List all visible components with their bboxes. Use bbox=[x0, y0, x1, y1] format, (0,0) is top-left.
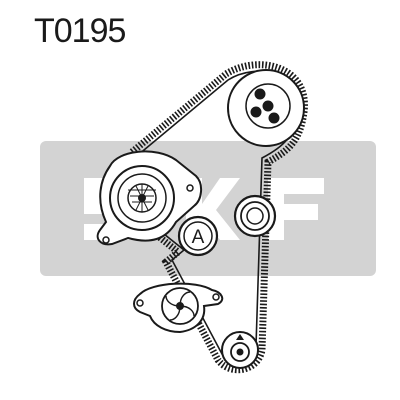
camshaft-sprocket bbox=[227, 69, 305, 147]
crankshaft-sprocket bbox=[221, 331, 259, 369]
camshaft-sprocket-bolt-3 bbox=[268, 112, 280, 124]
watermark-letter-f bbox=[268, 178, 324, 240]
tensioner-pulley-inner bbox=[183, 221, 213, 251]
tensioner-label: A bbox=[192, 227, 205, 248]
camshaft-sprocket-bolt-2 bbox=[250, 106, 262, 118]
crankshaft-sprocket-key bbox=[236, 334, 244, 340]
auxiliary-pump-bolt-right bbox=[212, 293, 220, 301]
water-pump-flange-bolt-right bbox=[186, 184, 194, 192]
part-number-title: T0195 bbox=[34, 12, 126, 50]
camshaft-sprocket-hub-center bbox=[262, 100, 274, 112]
auxiliary-pump-center bbox=[176, 302, 184, 310]
auxiliary-pump bbox=[133, 282, 224, 334]
crankshaft-sprocket-center bbox=[236, 348, 244, 356]
camshaft-sprocket-bolt-1 bbox=[254, 88, 266, 100]
auxiliary-pump-bolt-left bbox=[136, 299, 144, 307]
water-pump bbox=[96, 150, 202, 246]
belt-outer-teeth bbox=[127, 61, 308, 374]
water-pump-pulley-center bbox=[138, 194, 146, 202]
idler-pulley-hub bbox=[246, 207, 264, 225]
water-pump-flange-bolt-left bbox=[102, 236, 110, 244]
idler-pulley bbox=[233, 194, 277, 238]
tensioner-pulley: A bbox=[177, 215, 219, 257]
